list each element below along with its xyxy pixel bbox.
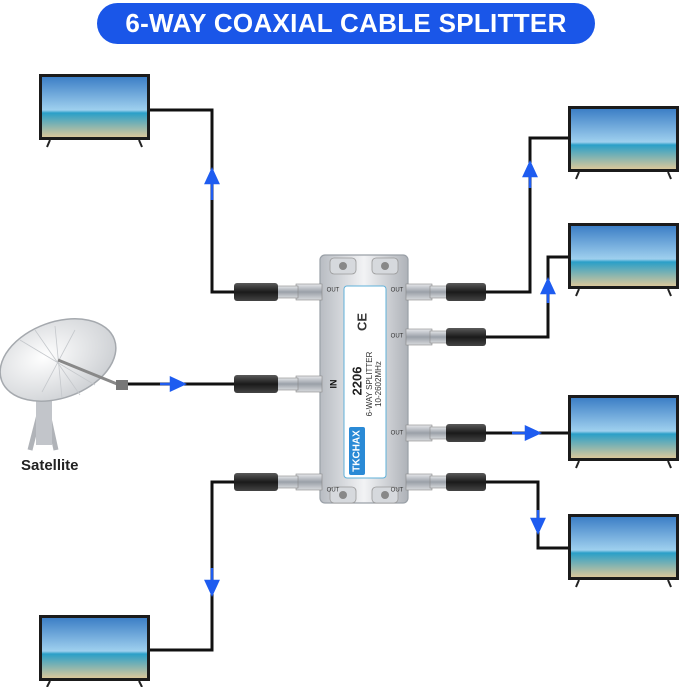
connector-right-1 xyxy=(405,283,486,301)
cable-mid-right xyxy=(485,255,568,339)
arrow-right-satellite-icon xyxy=(160,376,187,392)
splitter-ce-mark: CE xyxy=(354,313,369,331)
tv-right-3 xyxy=(568,395,679,469)
satellite-label: Satellite xyxy=(21,457,79,474)
port-label-out-4: OUT xyxy=(391,334,404,340)
splitter-frequency: 10-2602MHz xyxy=(374,361,383,407)
port-label-out-2: OUT xyxy=(327,488,340,494)
port-label-in: IN xyxy=(328,380,338,389)
arrow-up-midright-icon xyxy=(540,277,556,303)
port-label-out-5: OUT xyxy=(391,431,404,437)
satellite-dish-icon xyxy=(0,318,128,451)
connector-left-bottom xyxy=(234,473,323,491)
connector-in xyxy=(234,375,323,393)
splitter-brand: TKCHAX xyxy=(352,430,363,472)
connector-right-2 xyxy=(405,328,486,346)
arrow-up-right-icon xyxy=(522,160,538,188)
flow-arrows xyxy=(160,160,556,597)
tv-top-left xyxy=(39,74,150,148)
splitter-model: 2206 xyxy=(349,367,364,396)
title-banner: 6-WAY COAXIAL CABLE SPLITTER xyxy=(97,3,595,44)
cable-bottom-left xyxy=(150,480,240,652)
title-text: 6-WAY COAXIAL CABLE SPLITTER xyxy=(125,8,567,38)
arrow-up-left-icon xyxy=(204,167,220,200)
cable-top-left xyxy=(150,108,240,294)
tv-bottom-left xyxy=(39,615,150,687)
cable-top-right xyxy=(485,136,568,294)
connector-left-top xyxy=(234,283,323,301)
tv-right-4 xyxy=(568,514,679,588)
splitter-device: TKCHAX CE 2206 6-WAY SPLITTER 10-2602MHz… xyxy=(319,254,409,504)
arrow-down-left-icon xyxy=(204,568,220,597)
port-label-out-3: OUT xyxy=(391,288,404,294)
connector-right-4 xyxy=(405,473,486,491)
arrow-right-lower-icon xyxy=(512,425,542,441)
port-label-out-1: OUT xyxy=(327,288,340,294)
cable-bottom-right xyxy=(485,480,568,550)
connectors xyxy=(234,283,486,491)
port-label-out-6: OUT xyxy=(391,488,404,494)
tv-right-1 xyxy=(568,106,679,180)
splitter-type: 6-WAY SPLITTER xyxy=(365,351,374,416)
tv-right-2 xyxy=(568,223,679,297)
arrow-down-right-icon xyxy=(530,510,546,535)
connector-right-3 xyxy=(405,424,486,442)
